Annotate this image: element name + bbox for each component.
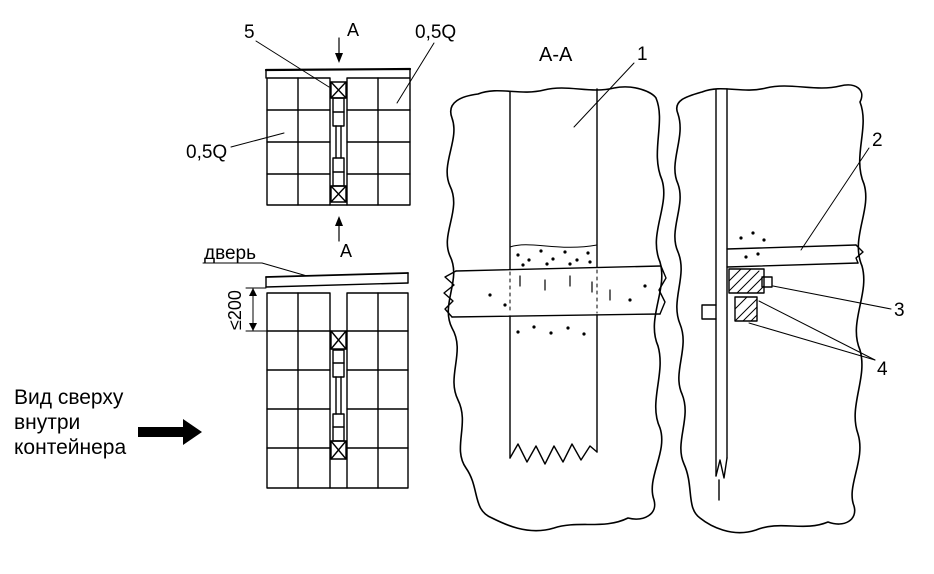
callout-1-label: 1 <box>637 44 648 65</box>
callout-2-leader <box>801 148 869 250</box>
load-leader-top <box>397 43 434 103</box>
direction-arrow-icon <box>138 419 202 445</box>
callout-3-leader <box>773 286 891 309</box>
wall-strap-section <box>702 89 727 500</box>
callout-4-leader-b <box>749 323 875 360</box>
door-cargo-block-right <box>330 293 408 488</box>
section-title: А-А <box>539 44 573 66</box>
callout-4-label: 4 <box>877 359 888 380</box>
caption-line-3: контейнера <box>14 436 126 459</box>
door-view: дверь ≤200 <box>203 243 408 488</box>
section-cut-marks: А А <box>335 20 359 261</box>
wall-break-line <box>716 458 727 478</box>
load-label-left: 0,5Q <box>186 142 227 163</box>
wall-left-tab <box>702 305 716 319</box>
door-cargo-block-left <box>267 293 330 488</box>
callout-1-leader <box>574 63 634 127</box>
callout-5-label: 5 <box>244 22 255 43</box>
member-torn-right <box>659 266 666 314</box>
caption-line-1: Вид сверху <box>14 386 124 409</box>
dimension-200: ≤200 <box>225 288 267 331</box>
beam-section <box>727 231 863 267</box>
section-panel-2: 2 3 4 <box>675 85 905 533</box>
door-leader <box>203 263 307 276</box>
callout-5-leader <box>256 41 329 87</box>
lashing-device-door <box>331 331 346 459</box>
load-leader-left <box>231 133 284 147</box>
lashing-strap-section <box>510 89 597 464</box>
cargo-block-left <box>267 78 330 205</box>
plan-view: А А 5 0,5Q 0,5Q <box>186 20 456 261</box>
callout-3-label: 3 <box>894 300 905 321</box>
container-wall-cap <box>266 69 410 78</box>
beam-dots <box>739 231 766 259</box>
dimension-label: ≤200 <box>225 290 245 330</box>
load-label-top: 0,5Q <box>415 22 456 43</box>
section-arrow-top <box>335 38 343 63</box>
member-torn-left <box>444 271 456 317</box>
strap-break-line <box>510 444 597 464</box>
lashing-device-plan <box>331 82 346 202</box>
section-arrow-bottom <box>335 216 343 241</box>
section-panel-1: А-А 1 <box>444 44 666 531</box>
caption-line-2: внутри <box>14 411 80 434</box>
door-bar <box>266 273 408 287</box>
door-label: дверь <box>204 243 256 264</box>
section-letter-bottom: А <box>340 241 352 261</box>
cargo-block-right <box>330 78 410 205</box>
callout-2-label: 2 <box>872 130 883 151</box>
stipple-dots <box>488 245 647 336</box>
section-letter-top: А <box>347 20 359 40</box>
view-caption: Вид сверху внутри контейнера <box>14 386 202 459</box>
beam-torn-right <box>856 245 863 263</box>
panel-2-outline <box>675 85 866 533</box>
callout-4-leader-a <box>759 301 875 360</box>
panel-1-outline <box>447 87 664 531</box>
cross-member-section <box>444 266 666 317</box>
clamp-hardware <box>729 269 772 321</box>
